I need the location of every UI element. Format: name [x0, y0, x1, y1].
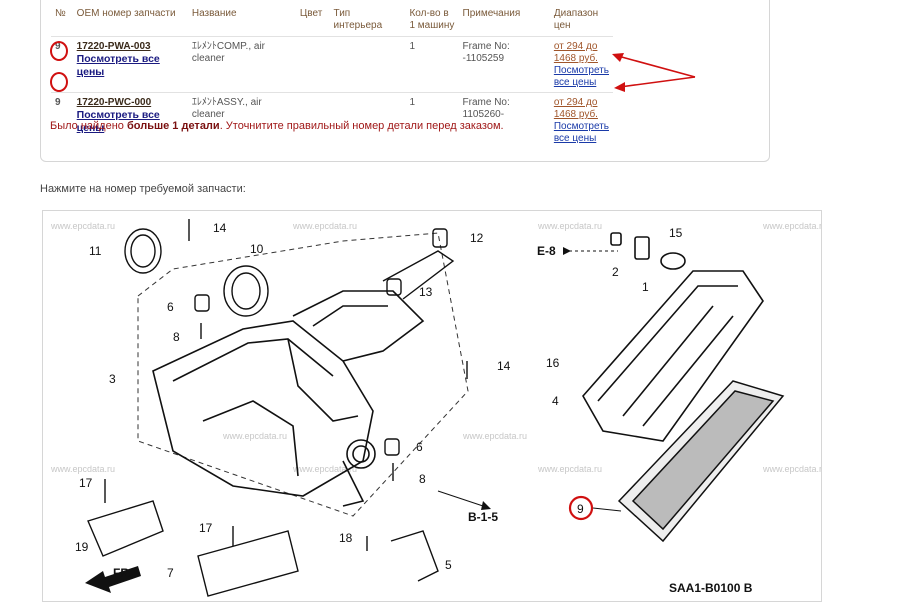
table-row: 9 17220-PWA-003 Посмотреть все цены ｴﾚﾒﾝ…: [51, 36, 613, 93]
hose-clamp: [124, 228, 162, 274]
col-name: Название: [191, 8, 237, 19]
callout-1[interactable]: 1: [642, 280, 649, 294]
red-circle-annotation: [568, 495, 594, 521]
part-qty: 1: [405, 92, 459, 148]
callout-6[interactable]: 6: [416, 440, 423, 454]
watermark: www.epcdata.ru: [537, 464, 602, 474]
svg-text:B-1-5: B-1-5: [468, 510, 498, 524]
table-row: 9 17220-PWC-000 Посмотреть все цены ｴﾚﾒﾝ…: [51, 92, 613, 148]
watermark: www.epcdata.ru: [762, 221, 821, 231]
callout-8[interactable]: 8: [173, 330, 180, 344]
callout-9[interactable]: 9: [577, 502, 584, 516]
part-note: Frame No: 1105260-: [458, 92, 550, 148]
part-qty: 1: [405, 36, 459, 93]
air-cleaner-cover: [582, 232, 764, 442]
watermark: www.epcdata.ru: [292, 221, 357, 231]
callout-10[interactable]: 10: [250, 242, 264, 256]
callout-14[interactable]: 14: [497, 359, 511, 373]
col-notes: Примечания: [462, 8, 521, 19]
see-all-prices-link[interactable]: Посмотреть все цены: [76, 53, 160, 78]
watermark: www.epcdata.ru: [537, 221, 602, 231]
callout-6[interactable]: 6: [167, 300, 174, 314]
price-range-link[interactable]: от 294 до 1468 руб.: [553, 97, 598, 120]
part-name: ｴﾚﾒﾝﾄCOMP., air cleaner: [187, 36, 296, 93]
callout-numbers: 1 2 3 4 5 6 6 7 8 8 9 10 11 12 13 14 14 …: [75, 221, 683, 580]
callout-5[interactable]: 5: [445, 558, 452, 572]
part-note: Frame No: -1105259: [458, 36, 550, 93]
diagram-drawing: www.epcdata.ru www.epcdata.ru www.epcdat…: [50, 219, 821, 597]
col-color: Цвет: [299, 8, 323, 19]
red-circle-annotation: [50, 72, 68, 92]
col-no: №: [55, 8, 66, 19]
callout-7[interactable]: 7: [167, 566, 174, 580]
col-qty: Кол-во в 1 машину: [409, 8, 455, 31]
price-all-link[interactable]: Посмотреть все цены: [553, 121, 609, 144]
select-part-prompt: Нажмите на номер требуемой запчасти:: [40, 183, 246, 195]
callout-19[interactable]: 19: [75, 540, 89, 554]
watermark: www.epcdata.ru: [292, 464, 357, 474]
part-name: ｴﾚﾒﾝﾄASSY., air cleaner: [187, 92, 296, 148]
red-circle-annotation: [50, 41, 68, 61]
callout-14[interactable]: 14: [213, 221, 227, 235]
grommets: [188, 219, 468, 481]
callout-16[interactable]: 16: [546, 356, 560, 370]
front-label: FR.: [113, 566, 132, 580]
watermark: www.epcdata.ru: [222, 431, 287, 441]
part-number-link[interactable]: 17220-PWC-000: [76, 97, 152, 108]
callout-18[interactable]: 18: [339, 531, 353, 545]
callout-4[interactable]: 4: [552, 394, 559, 408]
watermark: www.epcdata.ru: [762, 464, 821, 474]
front-arrow: FR.: [85, 566, 141, 593]
ref-b15: B-1-5: [437, 490, 498, 524]
col-price: Диапазон цен: [553, 8, 599, 31]
air-cleaner-housing: [152, 290, 425, 507]
brackets: [87, 479, 439, 597]
watermark-layer: www.epcdata.ru www.epcdata.ru www.epcdat…: [50, 221, 821, 474]
intake-duct: [382, 228, 455, 300]
callout-13[interactable]: 13: [419, 285, 433, 299]
table-header-row: № OEM номер запчасти Название Цвет Тип и…: [51, 2, 613, 37]
callout-11[interactable]: 11: [89, 244, 102, 258]
col-interior: Тип интерьера: [333, 8, 383, 31]
price-range-link[interactable]: от 294 до 1468 руб.: [553, 41, 598, 64]
col-oem: OEM номер запчасти: [76, 8, 176, 19]
parts-diagram: www.epcdata.ru www.epcdata.ru www.epcdat…: [42, 210, 822, 602]
see-all-prices-link[interactable]: Посмотреть все цены: [76, 109, 160, 134]
callout-8[interactable]: 8: [419, 472, 426, 486]
diagram-code: SAA1-B0100 B: [669, 581, 753, 595]
price-all-link[interactable]: Посмотреть все цены: [553, 65, 609, 88]
callout-12[interactable]: 12: [470, 231, 484, 245]
callout-17[interactable]: 17: [79, 476, 93, 490]
svg-text:E-8: E-8: [537, 244, 556, 258]
callout-15[interactable]: 15: [669, 226, 683, 240]
callout-17[interactable]: 17: [199, 521, 213, 535]
ref-e8: E-8: [537, 244, 618, 258]
callout-2[interactable]: 2: [612, 265, 619, 279]
group-outline: [137, 232, 469, 517]
watermark: www.epcdata.ru: [50, 221, 115, 231]
callout-3[interactable]: 3: [109, 372, 116, 386]
air-filter-element: [617, 380, 785, 543]
multiple-parts-warning: Было найдено больше 1 детали. Уточнитите…: [50, 120, 504, 132]
part-number-link[interactable]: 17220-PWA-003: [76, 41, 151, 52]
parts-panel: № OEM номер запчасти Название Цвет Тип и…: [40, 0, 770, 162]
rubber-ring: [223, 265, 269, 317]
row-number: 9: [51, 92, 73, 148]
watermark: www.epcdata.ru: [462, 431, 527, 441]
watermark: www.epcdata.ru: [50, 464, 115, 474]
